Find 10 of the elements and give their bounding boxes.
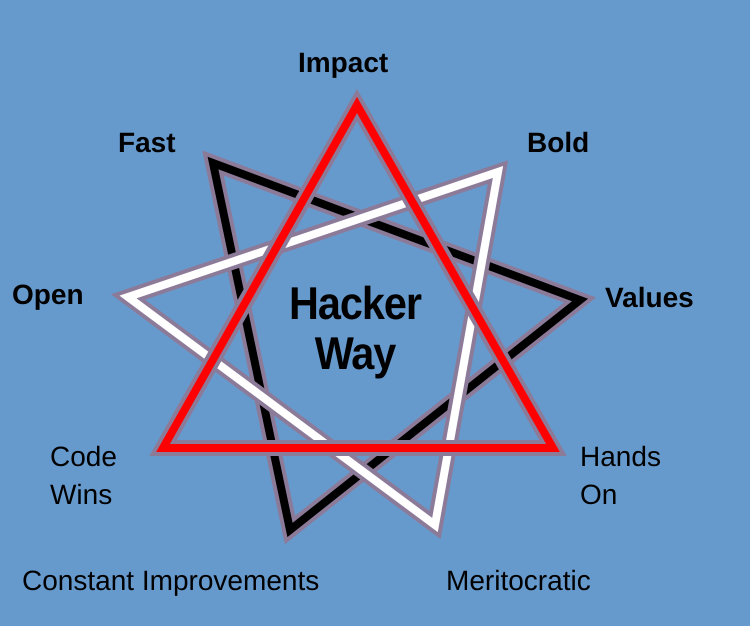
point-label: Code Wins (50, 440, 118, 512)
point-label: Values (605, 281, 694, 315)
point-label: Hands On (580, 440, 662, 512)
point-label: Bold (527, 126, 590, 160)
point-label: Meritocratic (446, 564, 591, 598)
point-label: Fast (118, 126, 176, 160)
point-label: Impact (298, 46, 388, 80)
point-label: Open (12, 278, 84, 312)
center-title: Hacker Way (288, 278, 422, 378)
point-label: Constant Improvements (22, 564, 320, 598)
